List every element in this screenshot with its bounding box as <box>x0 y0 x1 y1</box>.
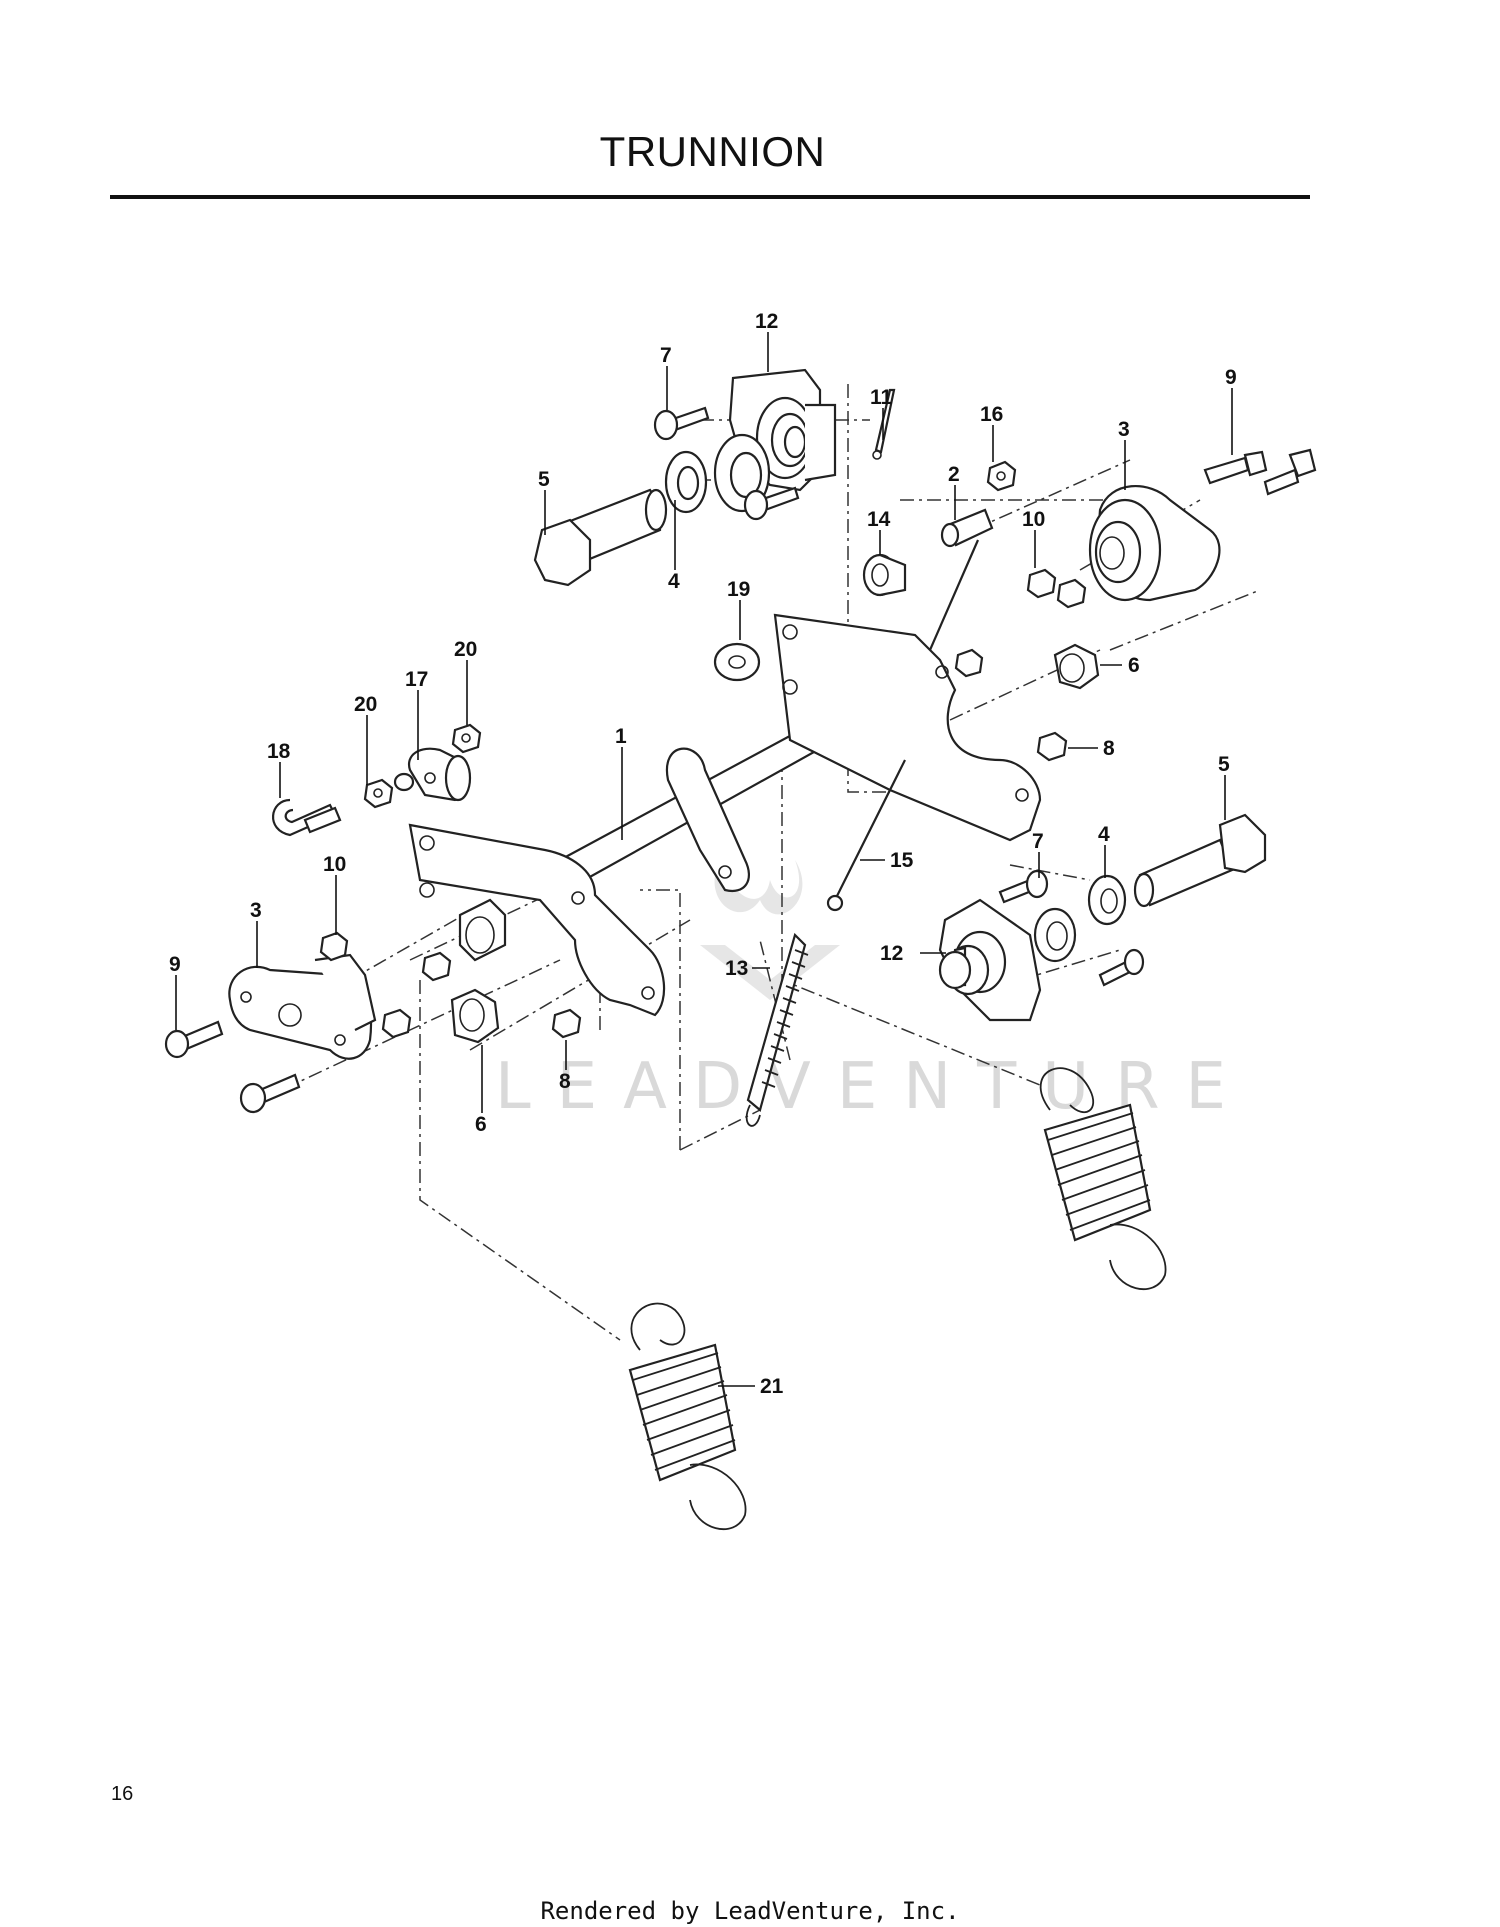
callout-18: 18 <box>267 740 291 763</box>
cotter-pin-11 <box>872 388 896 460</box>
bolt-9-left-a <box>164 1020 224 1059</box>
washer-4-top <box>664 450 708 514</box>
callout-3-top: 3 <box>1118 418 1130 441</box>
bearing-housing-3-right <box>1088 485 1221 602</box>
callouts: 12 7 11 16 9 3 5 2 10 14 4 19 20 17 6 20… <box>169 310 1237 1398</box>
callout-9-top: 9 <box>1225 366 1237 389</box>
footer-credit: Rendered by LeadVenture, Inc. <box>540 1897 960 1925</box>
callout-1: 1 <box>615 725 627 748</box>
callout-3-left: 3 <box>250 899 262 922</box>
callout-6-right: 6 <box>1128 654 1140 677</box>
callout-5-top: 5 <box>538 468 550 491</box>
callout-20-top: 20 <box>454 638 477 661</box>
nut-16 <box>986 460 1017 492</box>
spring-right <box>1039 1067 1167 1291</box>
spring-21 <box>628 1302 747 1531</box>
callout-12-lower: 12 <box>880 942 903 965</box>
callout-13: 13 <box>725 957 748 980</box>
nut-10-right-a <box>1026 568 1057 599</box>
nut-10-left <box>319 931 349 962</box>
nut-6-left <box>450 988 500 1044</box>
nut-left-lower <box>381 1008 412 1039</box>
nut-10-right-b <box>1056 578 1087 609</box>
callout-4-lower: 4 <box>1098 823 1110 846</box>
title-rule <box>110 195 1310 199</box>
bolt-lower-top <box>743 486 800 521</box>
callout-17: 17 <box>405 668 428 691</box>
bearing-housing-3-left <box>228 953 377 1060</box>
bolt-9-left-b <box>239 1073 301 1114</box>
callout-8-right: 8 <box>1103 737 1115 760</box>
callout-12-top: 12 <box>755 310 778 333</box>
page-number: 16 <box>111 1783 134 1805</box>
callout-20-left: 20 <box>354 693 377 716</box>
callout-11: 11 <box>870 386 893 409</box>
callout-2: 2 <box>948 463 960 486</box>
callout-19: 19 <box>727 578 750 601</box>
callout-14: 14 <box>867 508 891 531</box>
callout-7-lower: 7 <box>1032 830 1044 853</box>
nut-20-left <box>363 778 394 809</box>
link-rod <box>928 539 980 651</box>
callout-5-lower: 5 <box>1218 753 1230 776</box>
bolt-9-top-b <box>1263 448 1317 496</box>
callout-8-left: 8 <box>559 1070 571 1093</box>
bushing-14 <box>862 553 907 597</box>
rod-15 <box>826 759 906 912</box>
right-bracket-plate <box>773 613 1042 842</box>
center-arm <box>665 747 751 893</box>
nut-8-left <box>551 1008 582 1039</box>
watermark-text: LEADVENTURE <box>495 1050 1252 1124</box>
swivel-bracket-17 <box>393 747 472 802</box>
callout-9-left: 9 <box>169 953 181 976</box>
bolt-5-lower <box>1133 813 1267 908</box>
washer-19 <box>713 642 761 682</box>
nut-left-plate <box>421 951 452 982</box>
spring-13 <box>745 932 809 1127</box>
washer-4-lower <box>1087 874 1127 926</box>
callout-10-left: 10 <box>323 853 346 876</box>
nut-6-right <box>1053 643 1100 690</box>
flange-bearing-lower <box>938 898 1042 1022</box>
callout-4-top: 4 <box>668 570 680 593</box>
nut-20-top <box>451 723 482 754</box>
callout-6-left: 6 <box>475 1113 487 1136</box>
pin-2 <box>940 508 994 548</box>
bushing-left <box>458 898 507 962</box>
j-bolt-18 <box>272 798 342 837</box>
bolt-9-top-a <box>1203 450 1268 485</box>
watermark-logo <box>700 860 840 1000</box>
bolt-7-lower <box>998 869 1049 904</box>
nut-plate-right <box>954 648 984 678</box>
left-bracket-plate <box>408 823 666 1017</box>
bolt-5-top <box>533 488 668 587</box>
callout-7-top: 7 <box>660 344 672 367</box>
bolt-7-top <box>653 406 710 441</box>
spacer-lower <box>1033 907 1077 963</box>
nut-8-right <box>1036 731 1068 762</box>
callout-21: 21 <box>760 1375 784 1398</box>
callout-10-top: 10 <box>1022 508 1045 531</box>
leader-lines <box>175 332 1233 1387</box>
page-title: TRUNNION <box>599 128 826 175</box>
bolt-lower-right <box>1098 948 1145 987</box>
callout-15: 15 <box>890 849 914 872</box>
callout-16: 16 <box>980 403 1003 426</box>
